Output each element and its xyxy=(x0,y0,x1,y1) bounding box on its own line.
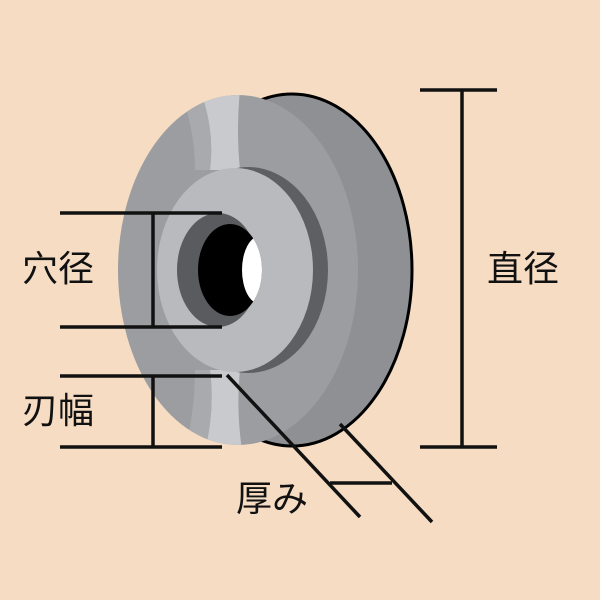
bore-light xyxy=(242,236,262,304)
wheel-highlights xyxy=(180,95,242,445)
dimension-lines xyxy=(60,88,497,524)
bore-diameter-label: 穴径 xyxy=(22,249,95,290)
bore-hole xyxy=(198,224,262,316)
diameter-label: 直径 xyxy=(487,249,560,290)
thickness-label: 厚み xyxy=(236,479,309,520)
blade-width-label: 刃幅 xyxy=(22,391,95,432)
wheel xyxy=(118,92,414,448)
